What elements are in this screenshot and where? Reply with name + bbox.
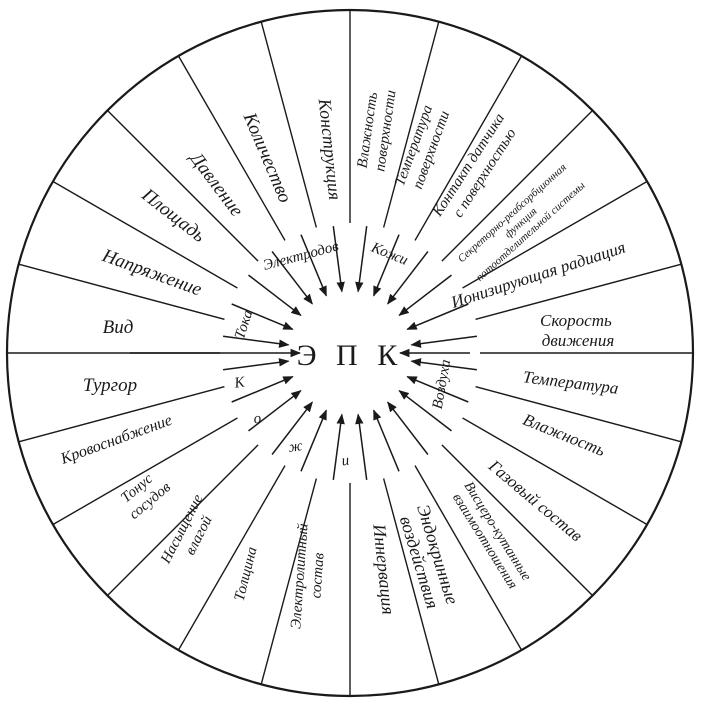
skin-letter-1: К [232, 374, 246, 392]
sector-napryazhenie: Напряжение [98, 245, 204, 301]
arrow-to-center [332, 226, 345, 293]
sector-vlazhnost-poverkhnosti: Влажность поверхности [354, 87, 399, 173]
sector-inerviya: Иннервация [369, 522, 398, 615]
sector-endokrinnye: Эндокринные воздействия [394, 502, 464, 617]
arrow-to-center [223, 358, 290, 371]
skin-letter-4: и [341, 453, 351, 470]
center-label: Э П К [297, 339, 403, 372]
skin-letter-2: о [253, 411, 263, 428]
arrow-to-center [271, 401, 313, 455]
sector-konstruktsiya: Конструкция [315, 97, 346, 201]
inner-zone [220, 223, 480, 483]
skin-letter-3: ж [287, 438, 303, 456]
arrow-to-center [406, 376, 469, 403]
arrow-to-center [271, 251, 313, 305]
arrow-to-center [300, 234, 327, 297]
sector-kolichestvo: Количество [238, 109, 295, 206]
arrow-to-center [223, 335, 290, 348]
sector-temperatura-poverkhnosti: Температура поверхности [392, 100, 454, 195]
arrow-to-center [373, 234, 400, 297]
sector-vlazhnost: Влажность [520, 410, 608, 460]
arrow-to-center [231, 303, 294, 330]
sector-temperatura: Температура [522, 367, 620, 398]
arrow-to-center [398, 274, 452, 316]
arrow-to-center [387, 401, 429, 455]
arrow-to-center [248, 390, 302, 432]
sector-tonus: Тонус сосудов [115, 465, 174, 523]
arrow-to-center [398, 390, 452, 432]
arrow-to-center [410, 335, 477, 348]
center-arrows [130, 226, 477, 480]
arrow-to-center [373, 409, 400, 472]
arrow-to-center [248, 274, 302, 316]
arrow-to-center [387, 251, 429, 305]
sector-krovosnabzhenie: Кровоснабжение [58, 412, 175, 468]
arrow-to-center [231, 376, 294, 403]
arrow-to-center [355, 413, 368, 480]
sector-skorost: Скорость движения [540, 311, 616, 350]
sector-turgor: Тургор [83, 375, 137, 396]
sector-ploshchad: Площадь [137, 184, 210, 247]
arrow-to-center [406, 303, 469, 330]
sector-nasyshchenie: Насыщение влагой [158, 489, 225, 576]
arrow-to-center [332, 413, 345, 480]
arrow-to-center [355, 226, 368, 293]
sector-vid: Вид [103, 317, 134, 338]
sector-tolshchina: Толщина [232, 545, 261, 602]
sector-dividers [7, 10, 693, 696]
sector-elektrolitnyi: Электролитный состав [288, 519, 330, 630]
arrow-to-center [300, 409, 327, 472]
arrow-to-center [410, 358, 477, 371]
